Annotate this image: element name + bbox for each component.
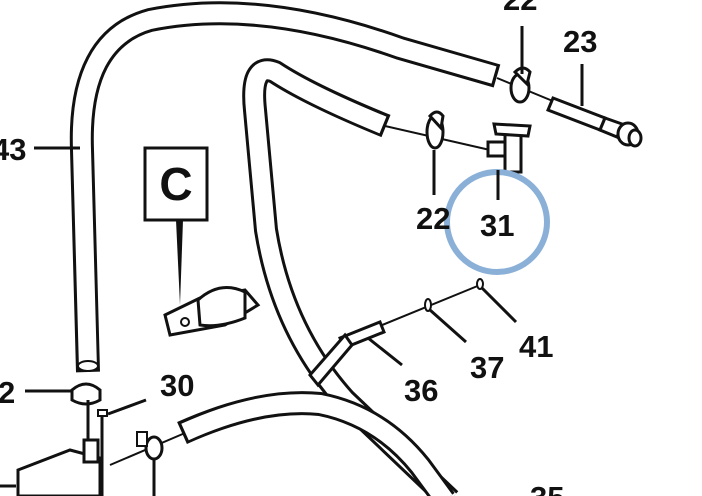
label-37: 37 [470,350,504,385]
callout-c: C [143,146,209,305]
hose-middle [242,58,459,496]
label-2: 2 [0,375,15,410]
label-36: 36 [404,373,438,408]
valve-31 [486,122,532,174]
hose-43 [69,1,501,373]
clamp-22-top [496,66,561,105]
bolt-30 [97,409,108,496]
leader-lines [0,26,584,488]
label-22: 22 [416,201,450,236]
rod-assembly [308,278,484,388]
label-30: 30 [160,368,194,403]
label-41: 41 [519,329,553,364]
label-23: 23 [563,24,597,59]
bracket [163,286,261,337]
valve-block [16,431,186,496]
fitting-23 [546,96,643,148]
label-31: 31 [480,208,514,243]
label-43: 43 [0,132,26,167]
label-22-top: 22 [503,0,537,17]
label-35: 35 [530,480,564,496]
callout-letter: C [159,158,192,210]
clamp-22 [384,110,491,151]
hose-bottom [177,391,455,496]
